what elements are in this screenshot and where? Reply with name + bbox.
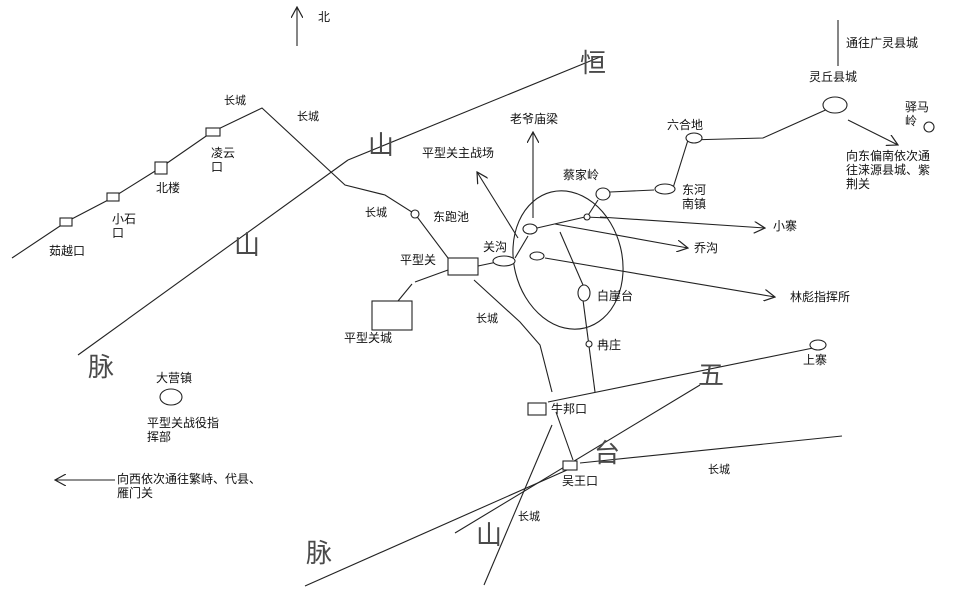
mountain-wu: 五 xyxy=(698,361,725,391)
great-wall-label: 长城 xyxy=(365,206,387,219)
small-junction-marker xyxy=(583,213,591,221)
daying-label: 大营镇 xyxy=(156,371,193,385)
ranzhuang-label: 冉庄 xyxy=(597,338,622,352)
baiyatai-label: 白崖台 xyxy=(597,289,634,303)
beilou-marker xyxy=(154,161,168,175)
niubangkou-label: 牛邦口 xyxy=(551,402,588,416)
caijialing-marker xyxy=(595,187,611,201)
mountain-shan-2: 山 xyxy=(234,231,261,261)
qiaogou-label: 乔沟 xyxy=(694,241,719,255)
qiaogou-junction-marker xyxy=(529,251,545,261)
mountain-tai: 台 xyxy=(594,439,621,469)
great-wall-label: 长城 xyxy=(476,312,498,325)
mountain-shan-3: 山 xyxy=(476,521,503,551)
lingqiu-label: 灵丘县城 xyxy=(809,70,858,84)
west-note-label: 向西依次通往繁峙、代县、雁门关 xyxy=(117,472,262,500)
great-wall-label: 长城 xyxy=(518,510,540,523)
great-wall-label: 长城 xyxy=(224,94,246,107)
main-battlefield-label: 平型关主战场 xyxy=(422,146,495,160)
daying-marker xyxy=(159,388,183,406)
xiaozhai-label: 小寨 xyxy=(773,219,798,233)
niubangkou-marker xyxy=(527,402,547,416)
pingxingguan-city-marker xyxy=(371,300,413,331)
great-wall-label: 长城 xyxy=(297,110,319,123)
road-pxg-city xyxy=(397,283,413,302)
pingxingguan-label: 平型关 xyxy=(400,253,437,267)
hengshan-ridge-line xyxy=(347,56,601,161)
dongpaochi-label: 东跑池 xyxy=(433,210,470,224)
mountain-shan-1: 山 xyxy=(368,131,395,161)
road-guangou-caijialing xyxy=(514,235,529,259)
arrow-southeast xyxy=(847,119,898,145)
road-niubang-wuwang xyxy=(555,411,574,461)
yimaling-label: 驿马岭 xyxy=(905,100,930,128)
linbiao-hq-label: 林彪指挥所 xyxy=(790,290,851,304)
southeast-note-label: 向东偏南依次通往涞源县城、紫荆关 xyxy=(846,149,931,191)
great-wall-south xyxy=(473,279,553,393)
wuwangkou-marker xyxy=(562,460,578,471)
battle-area xyxy=(512,190,624,330)
donghe-marker xyxy=(654,183,676,195)
road-pxg-west xyxy=(414,269,449,283)
pingxingguan-marker xyxy=(447,257,479,276)
arrow-main-battlefield xyxy=(477,172,519,239)
pingxingguan-city-label: 平型关城 xyxy=(344,331,393,345)
liuhedi-label: 六合地 xyxy=(667,118,704,132)
mountain-mai-1: 脉 xyxy=(88,353,115,383)
dongpaochi-marker xyxy=(410,209,420,219)
wutai-ridge-line xyxy=(454,384,701,534)
ranzhuang-marker xyxy=(585,340,593,348)
guangou-label: 关沟 xyxy=(483,240,508,254)
arrow-linbiao xyxy=(544,257,775,297)
lingqiu-marker xyxy=(822,96,848,114)
road-donghe-liuhedi xyxy=(672,107,831,189)
lingyunkou-label: 凌云口 xyxy=(211,146,236,174)
great-wall-east xyxy=(547,346,819,403)
wuwangkou-label: 吴王口 xyxy=(562,474,599,488)
baiyatai-marker xyxy=(577,284,591,302)
shangzhai-label: 上寨 xyxy=(803,353,828,367)
beilou-label: 北楼 xyxy=(156,181,181,195)
arrow-xiaozhai xyxy=(599,216,765,228)
arrow-qiaogou xyxy=(554,223,688,248)
campaign-hq-label: 平型关战役指挥部 xyxy=(147,416,220,444)
junction-marker xyxy=(522,223,538,235)
shangzhai-marker xyxy=(809,339,827,351)
ruyuekou-marker xyxy=(59,217,73,227)
liuhedi-marker xyxy=(685,132,703,144)
mountain-heng: 恒 xyxy=(580,49,607,79)
guangou-marker xyxy=(492,255,516,267)
north-label: 北 xyxy=(318,10,331,24)
yimaling-marker xyxy=(923,121,935,133)
ruyuekou-label: 茹越口 xyxy=(49,244,86,258)
xiaoshikou-label: 小石口 xyxy=(112,212,137,240)
to-guangling-label: 通往广灵县城 xyxy=(846,36,919,50)
great-wall-southeast xyxy=(579,435,843,464)
hengshan-ridge-line-lower xyxy=(77,159,349,356)
great-wall-southwest xyxy=(304,469,568,587)
xiaoshikou-marker xyxy=(106,192,120,202)
lingyunkou-marker xyxy=(205,127,221,137)
caijialing-label: 蔡家岭 xyxy=(563,168,600,182)
road-caijialing-donghe xyxy=(609,189,655,193)
great-wall-label: 长城 xyxy=(708,463,730,476)
great-wall-northwest xyxy=(11,107,449,259)
road-baiyatai xyxy=(559,231,584,286)
road-cross xyxy=(536,216,586,229)
ridge-north-south xyxy=(483,424,553,586)
donghe-nanzhen-label: 东河南镇 xyxy=(682,183,707,211)
mountain-mai-2: 脉 xyxy=(306,539,333,569)
laoye-miao-liang-label: 老爷庙梁 xyxy=(510,112,559,126)
